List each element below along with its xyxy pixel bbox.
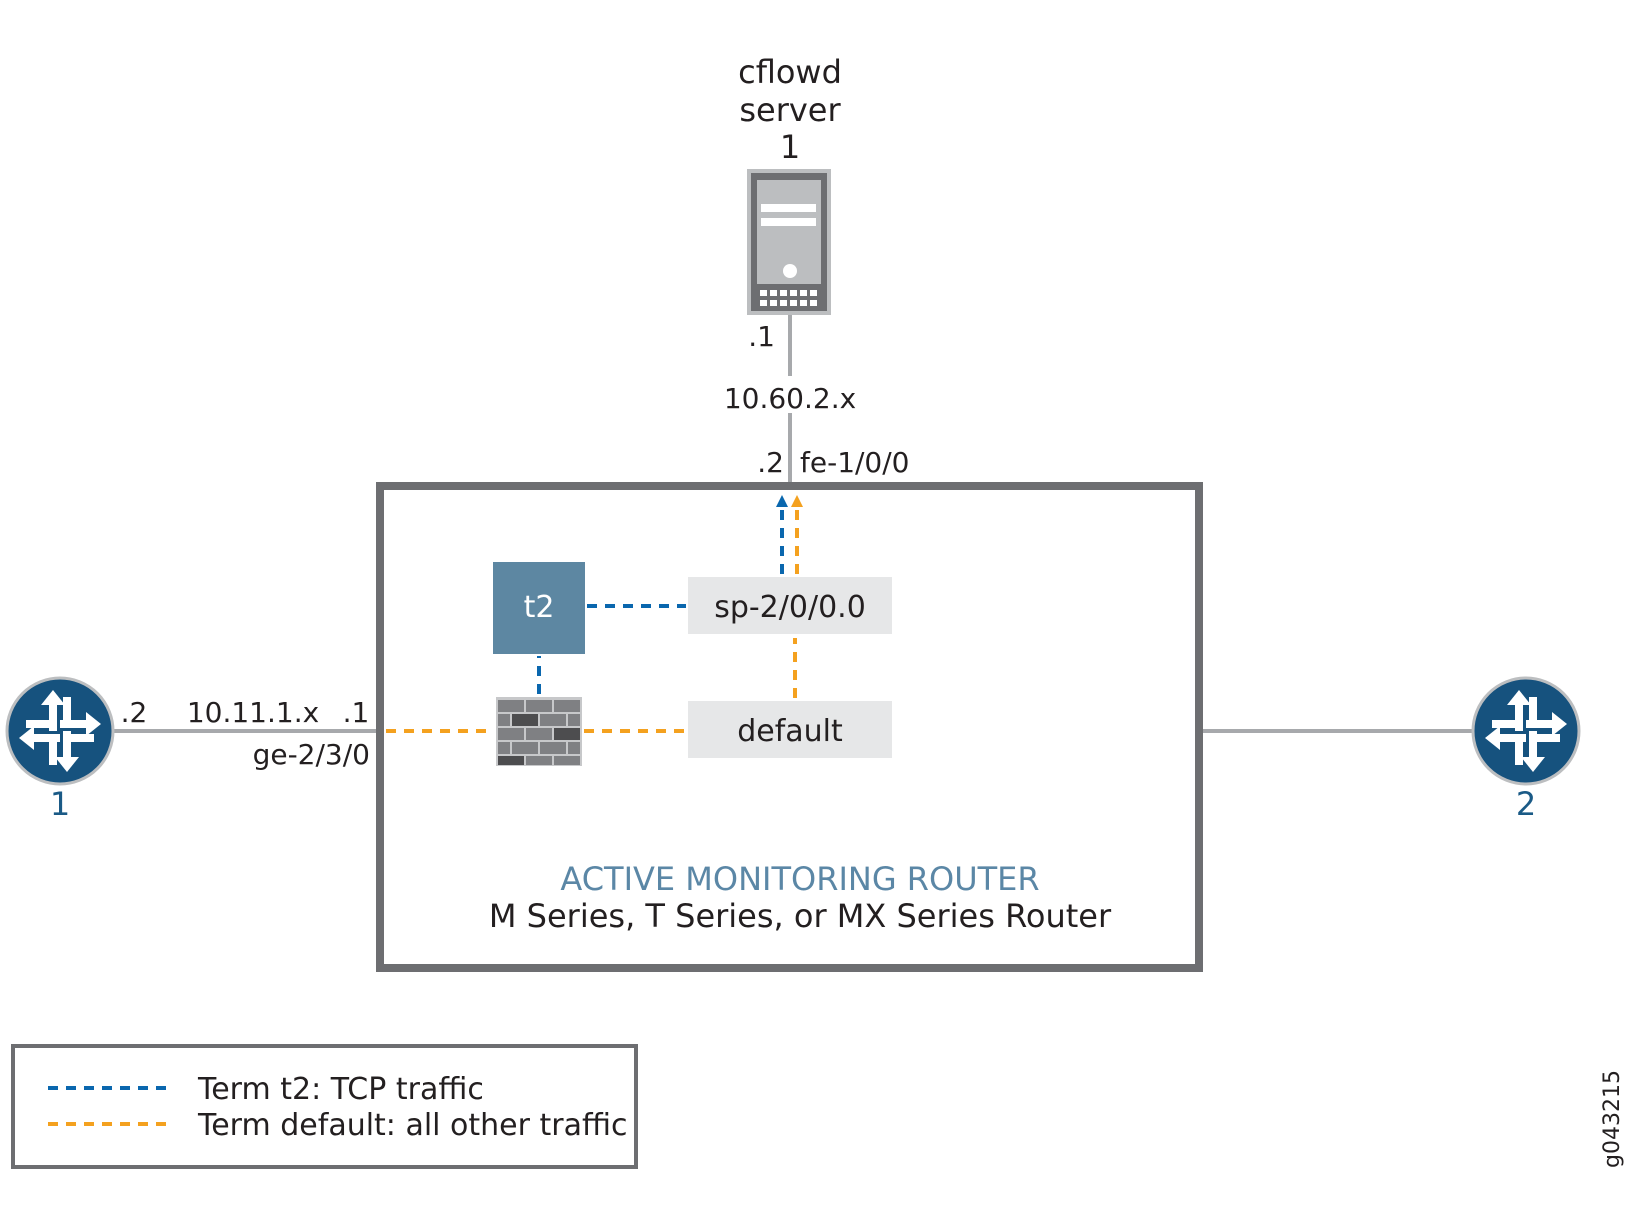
server-address: .1: [748, 320, 775, 353]
term-t2-label: t2: [524, 590, 555, 625]
monitoring-router-title: ACTIVE MONITORING ROUTER: [560, 860, 1039, 898]
traffic-flows: [386, 495, 803, 733]
upstream-subnet: 10.60.2.x: [724, 382, 856, 415]
term-t2-box: t2: [493, 562, 585, 654]
legend-item-tcp: Term t2: TCP traffic: [48, 1072, 484, 1107]
monitor-left-address: .1: [343, 696, 370, 729]
router-upstream-interface: fe-1/0/0: [800, 446, 910, 479]
cflowd-server: cflowd server 1: [738, 53, 842, 315]
legend-label-tcp: Term t2: TCP traffic: [197, 1072, 484, 1107]
upstream-link: .1 10.60.2.x .2 fe-1/0/0: [724, 315, 910, 484]
router-1[interactable]: 1: [5, 676, 115, 823]
service-interface-label: sp-2/0/0.0: [714, 590, 866, 625]
server-number: 1: [780, 128, 800, 166]
legend-label-default: Term default: all other traffic: [197, 1108, 627, 1143]
default-term-label: default: [737, 714, 843, 749]
router-icon: [1471, 676, 1581, 786]
left-subnet: 10.11.1.x: [187, 696, 319, 729]
arrowhead-default: [791, 495, 803, 507]
legend-item-default: Term default: all other traffic: [48, 1108, 627, 1143]
service-interface-box: sp-2/0/0.0: [688, 577, 892, 634]
server-name-line2: server: [739, 91, 841, 129]
router-2-number: 2: [1516, 785, 1536, 823]
server-icon: [747, 169, 831, 315]
router-icon: [5, 676, 115, 786]
router-upstream-address: .2: [757, 446, 784, 479]
default-term-box: default: [688, 701, 892, 758]
figure-id: g043215: [1600, 1070, 1625, 1168]
router-2[interactable]: 2: [1471, 676, 1581, 823]
firewall-icon: [496, 697, 582, 766]
arrowhead-tcp: [776, 495, 788, 507]
monitor-left-interface: ge-2/3/0: [253, 738, 370, 771]
monitoring-router-subtitle: M Series, T Series, or MX Series Router: [489, 897, 1112, 935]
legend-frame: [11, 1044, 638, 1169]
monitoring-router-frame: [376, 482, 1203, 972]
server-name-line1: cflowd: [738, 53, 842, 91]
router1-address: .2: [121, 696, 148, 729]
router-1-number: 1: [50, 785, 70, 823]
left-link: .2 10.11.1.x .1 ge-2/3/0: [112, 696, 378, 771]
legend: Term t2: TCP traffic Term default: all o…: [11, 1044, 638, 1169]
